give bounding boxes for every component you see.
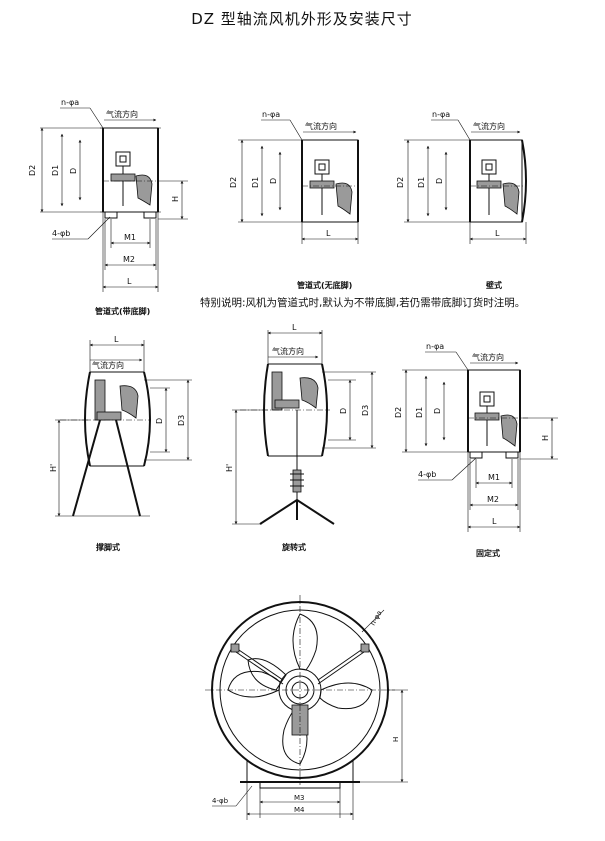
fig1-M2: M2 (123, 255, 135, 264)
fig3-caption: 壁式 (486, 280, 502, 290)
fig6-D1: D1 (415, 407, 424, 418)
fig2-D1: D1 (251, 177, 260, 188)
fig1-L: L (127, 277, 132, 286)
fig4-Hprime: H' (49, 464, 58, 472)
fig6-airflow-label: 气流方向 (472, 352, 504, 362)
fig2-caption: 管道式(无底脚) (297, 280, 352, 290)
fig5-airflow-label: 气流方向 (272, 346, 304, 356)
fig-tripod: L 气流方向 D D3 H' 撑脚式 (49, 335, 192, 552)
fig1-airflow-label: 气流方向 (106, 109, 138, 119)
fig5-L: L (292, 323, 297, 332)
fig1-base-holes-label: 4-φb (52, 229, 70, 238)
fig1-D1: D1 (51, 165, 60, 176)
fig7-bolt-label: n-φa (369, 609, 384, 627)
fig3-D1: D1 (417, 177, 426, 188)
fig1-M1: M1 (124, 233, 136, 242)
fig2-D: D (269, 178, 278, 184)
fig2-L: L (326, 229, 331, 238)
fig-fixed: n-φa 气流方向 D2 D1 D H 4-φb M1 M2 L 固定式 (394, 342, 558, 558)
fig5-caption: 旋转式 (281, 542, 306, 552)
fig6-M1: M1 (488, 473, 500, 482)
fig1-D: D (69, 168, 78, 174)
fig1-bolt-label: n-φa (61, 98, 79, 107)
fig7-H: H (392, 737, 400, 742)
fig4-L: L (114, 335, 119, 344)
fig4-caption: 撑脚式 (96, 542, 120, 552)
fig4-D3: D3 (177, 415, 186, 426)
fig2-D2: D2 (229, 177, 238, 188)
fig7-M4: M4 (294, 806, 305, 814)
fig6-D2: D2 (394, 407, 403, 418)
fig1-D2: D2 (28, 165, 37, 176)
fig1-H: H (171, 196, 180, 202)
fig4-airflow-label: 气流方向 (92, 360, 124, 370)
fig3-airflow-label: 气流方向 (473, 121, 505, 131)
fig6-base-holes-label: 4-φb (418, 470, 436, 479)
fig3-L: L (495, 229, 500, 238)
fig5-D3: D3 (361, 405, 370, 416)
fig3-bolt-label: n-φa (432, 110, 450, 119)
fig2-bolt-label: n-φa (262, 110, 280, 119)
fig-wall: n-φa 气流方向 D2 D1 D L 壁式 (396, 110, 527, 290)
fig7-base-holes-label: 4-φb (212, 797, 229, 805)
fig-duct-with-feet: n-φa 气流方向 D2 D1 D H 4-φb M1 M2 (28, 98, 188, 316)
fig5-D: D (339, 408, 348, 414)
fig6-M2: M2 (487, 495, 499, 504)
special-note: 特别说明:风机为管道式时,默认为不带底脚,若仍需带底脚订货时注明。 (200, 296, 525, 309)
fig3-D: D (435, 178, 444, 184)
fig6-caption: 固定式 (476, 548, 500, 558)
fig6-H: H (541, 435, 550, 441)
fig2-airflow-label: 气流方向 (305, 121, 337, 131)
fig-rotary: L 气流方向 D D3 H' 旋转式 (225, 323, 376, 552)
fig-duct-no-feet: n-φa 气流方向 D2 D1 D L 管道式(无底脚) (229, 110, 359, 290)
fig5-Hprime: H' (225, 464, 234, 472)
page-title: DZ 型轴流风机外形及安装尺寸 (191, 10, 413, 28)
fig7-M3: M3 (294, 794, 305, 802)
fig1-caption: 管道式(带底脚) (95, 306, 150, 316)
fig6-D: D (433, 408, 442, 414)
fig4-D: D (155, 418, 164, 424)
fig6-bolt-label: n-φa (426, 342, 444, 351)
fig-front-view: n-φa H 4-φb M3 M4 (205, 595, 408, 820)
fig3-D2: D2 (396, 177, 405, 188)
fig6-L: L (492, 517, 497, 526)
